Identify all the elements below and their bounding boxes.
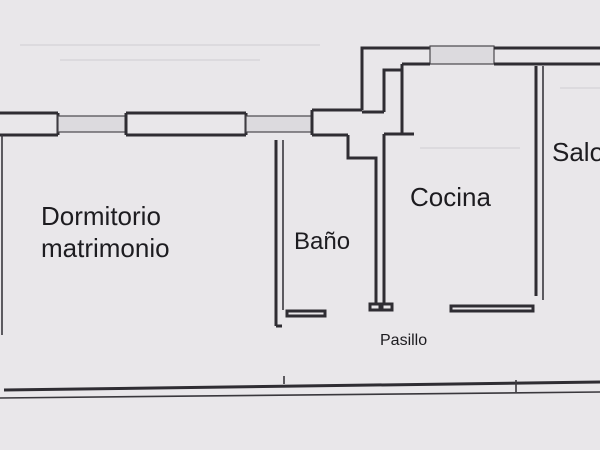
window-bano [245,115,313,133]
room-label-pasillo: Pasillo [380,332,428,349]
room-label-bano: Baño [294,228,351,255]
window-dormitorio [57,115,127,133]
bano-walls [274,135,384,328]
room-label-salon: Salo [552,137,600,167]
cocina-walls [378,66,544,313]
top-exterior-wall [0,108,362,137]
room-label-dormitorio: Dormitorio matrimonio [41,201,170,264]
background-marks [20,44,600,149]
room-label-dormitorio-line1: Dormitorio [41,201,161,231]
room-label-dormitorio-line2: matrimonio [41,232,170,263]
room-label-cocina: Cocina [410,182,491,212]
window-cocina [429,45,495,65]
upper-wall-section [360,45,600,134]
bottom-wall [0,376,600,399]
